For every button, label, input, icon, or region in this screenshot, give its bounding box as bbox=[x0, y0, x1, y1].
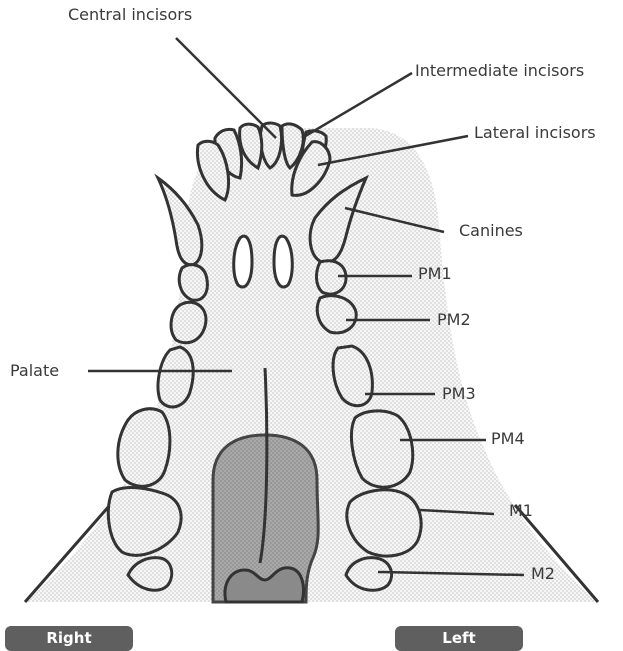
label-pm4: PM4 bbox=[491, 430, 525, 448]
label-lateral-incisors: Lateral incisors bbox=[474, 124, 596, 142]
label-palate: Palate bbox=[10, 362, 59, 380]
label-pm1: PM1 bbox=[418, 265, 452, 283]
label-central-incisors: Central incisors bbox=[68, 6, 192, 24]
palatine-fissure-right bbox=[234, 236, 252, 287]
label-pm3: PM3 bbox=[442, 385, 476, 403]
label-canines: Canines bbox=[459, 222, 523, 240]
label-intermediate-incisors: Intermediate incisors bbox=[415, 62, 584, 80]
label-m2: M2 bbox=[531, 565, 555, 583]
label-m1: M1 bbox=[509, 502, 533, 520]
side-label-left: Left bbox=[395, 626, 523, 651]
label-pm2: PM2 bbox=[437, 311, 471, 329]
side-label-right: Right bbox=[5, 626, 133, 651]
palatine-fissure-left bbox=[274, 236, 292, 287]
